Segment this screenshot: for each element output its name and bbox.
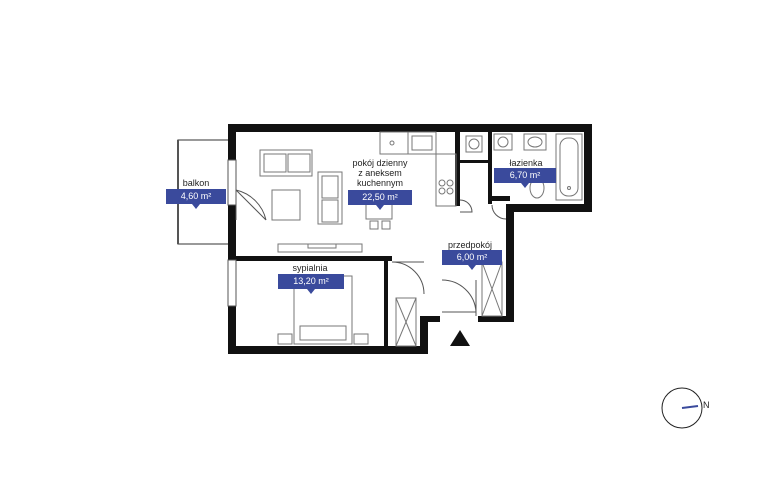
- room-name-bedroom: sypialnia: [292, 263, 328, 273]
- exterior-walls: [228, 124, 592, 354]
- area-badge-bedroom: 13,20 m²: [278, 274, 344, 294]
- room-name-living: pokój dzienny z aneksem kuchennym: [352, 158, 408, 188]
- interior-walls: [232, 124, 510, 352]
- area-badge-hall: 6,00 m²: [442, 250, 502, 270]
- kitchen-counter: [379, 131, 457, 207]
- area-badge-bathroom: 6,70 m²: [494, 168, 556, 188]
- compass-north-label: N: [703, 400, 710, 410]
- doors: [235, 189, 507, 316]
- living-furniture: [259, 149, 393, 253]
- room-name-hall: przedpokój: [447, 240, 493, 250]
- entrance-arrow-icon: [450, 330, 470, 346]
- windows: [227, 159, 237, 307]
- compass-icon: [661, 387, 703, 429]
- room-name-bathroom: łazienka: [509, 158, 543, 168]
- area-badge-living: 22,50 m²: [348, 190, 412, 210]
- area-badge-balcony: 4,60 m²: [166, 189, 226, 209]
- room-name-balcony: balkon: [182, 178, 210, 188]
- hall-wardrobe: [481, 261, 503, 317]
